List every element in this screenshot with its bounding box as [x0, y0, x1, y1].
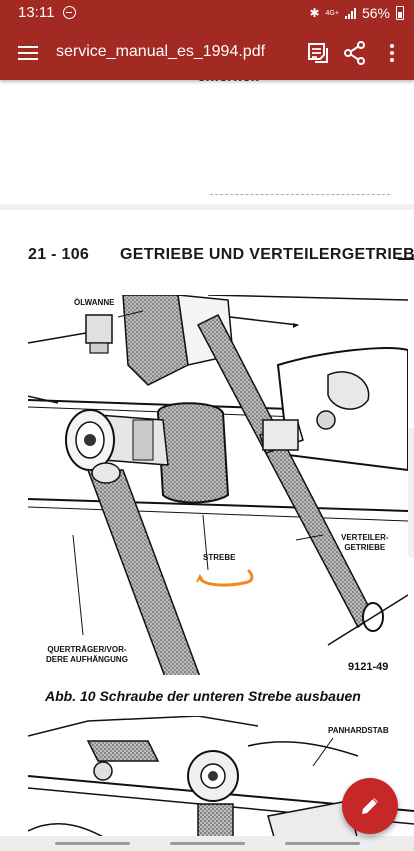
- figure-caption: Abb. 10 Schraube der unteren Strebe ausb…: [45, 688, 361, 704]
- edit-fab-button[interactable]: [342, 778, 398, 834]
- table-of-contents-button[interactable]: [306, 41, 330, 65]
- label-quertraeger: QUERTRÄGER/VOR- DERE AUFHÄNGUNG: [46, 645, 128, 664]
- more-options-button[interactable]: [384, 41, 400, 65]
- figure-code: 9121-49: [348, 661, 389, 673]
- battery-percent: 56%: [361, 5, 390, 21]
- share-button[interactable]: [342, 40, 368, 66]
- table-of-contents-icon: [308, 43, 328, 63]
- app-bar: service_manual_es_1994.pdf: [0, 26, 414, 80]
- strut-illustration: [28, 295, 408, 675]
- label-oelwanne: ÖLWANNE: [74, 298, 115, 307]
- nav-recents-button[interactable]: [285, 842, 360, 845]
- panhard-illustration: [28, 716, 414, 851]
- label-verteilergetriebe: VERTEILER- GETRIEBE: [341, 533, 389, 552]
- status-bar: 13:11 ✱ 4G+ 56%: [0, 0, 414, 26]
- page-heading: GETRIEBE UND VERTEILERGETRIEBE: [120, 246, 414, 263]
- pencil-icon: [362, 798, 378, 814]
- nav-home-button[interactable]: [170, 842, 245, 845]
- system-nav-bar: [0, 836, 414, 851]
- page-rule: [210, 194, 390, 195]
- page-text-cut: chiernen: [198, 80, 260, 84]
- status-time: 13:11: [18, 4, 55, 21]
- scroll-handle[interactable]: [408, 428, 414, 558]
- label-strebe: STREBE: [203, 553, 236, 562]
- pdf-page-current: 21 - 106 GETRIEBE UND VERTEILERGETRIEBE: [0, 210, 414, 851]
- signal-icon: [344, 7, 356, 19]
- menu-button[interactable]: [16, 41, 40, 65]
- page-header: 21 - 106 GETRIEBE UND VERTEILERGETRIEBE: [28, 246, 414, 264]
- nav-back-button[interactable]: [55, 842, 130, 845]
- bluetooth-icon: ✱: [309, 6, 320, 20]
- network-type: 4G+: [325, 9, 339, 17]
- battery-icon: [396, 6, 404, 20]
- share-icon: [344, 41, 365, 65]
- pdf-page-previous: chiernen: [0, 80, 414, 204]
- page-number: 21 - 106: [28, 246, 90, 263]
- label-panhardstab: PANHARDSTAB: [328, 726, 389, 735]
- document-title: service_manual_es_1994.pdf: [56, 43, 266, 60]
- header-dash: [398, 258, 414, 260]
- do-not-disturb-icon: [63, 6, 76, 19]
